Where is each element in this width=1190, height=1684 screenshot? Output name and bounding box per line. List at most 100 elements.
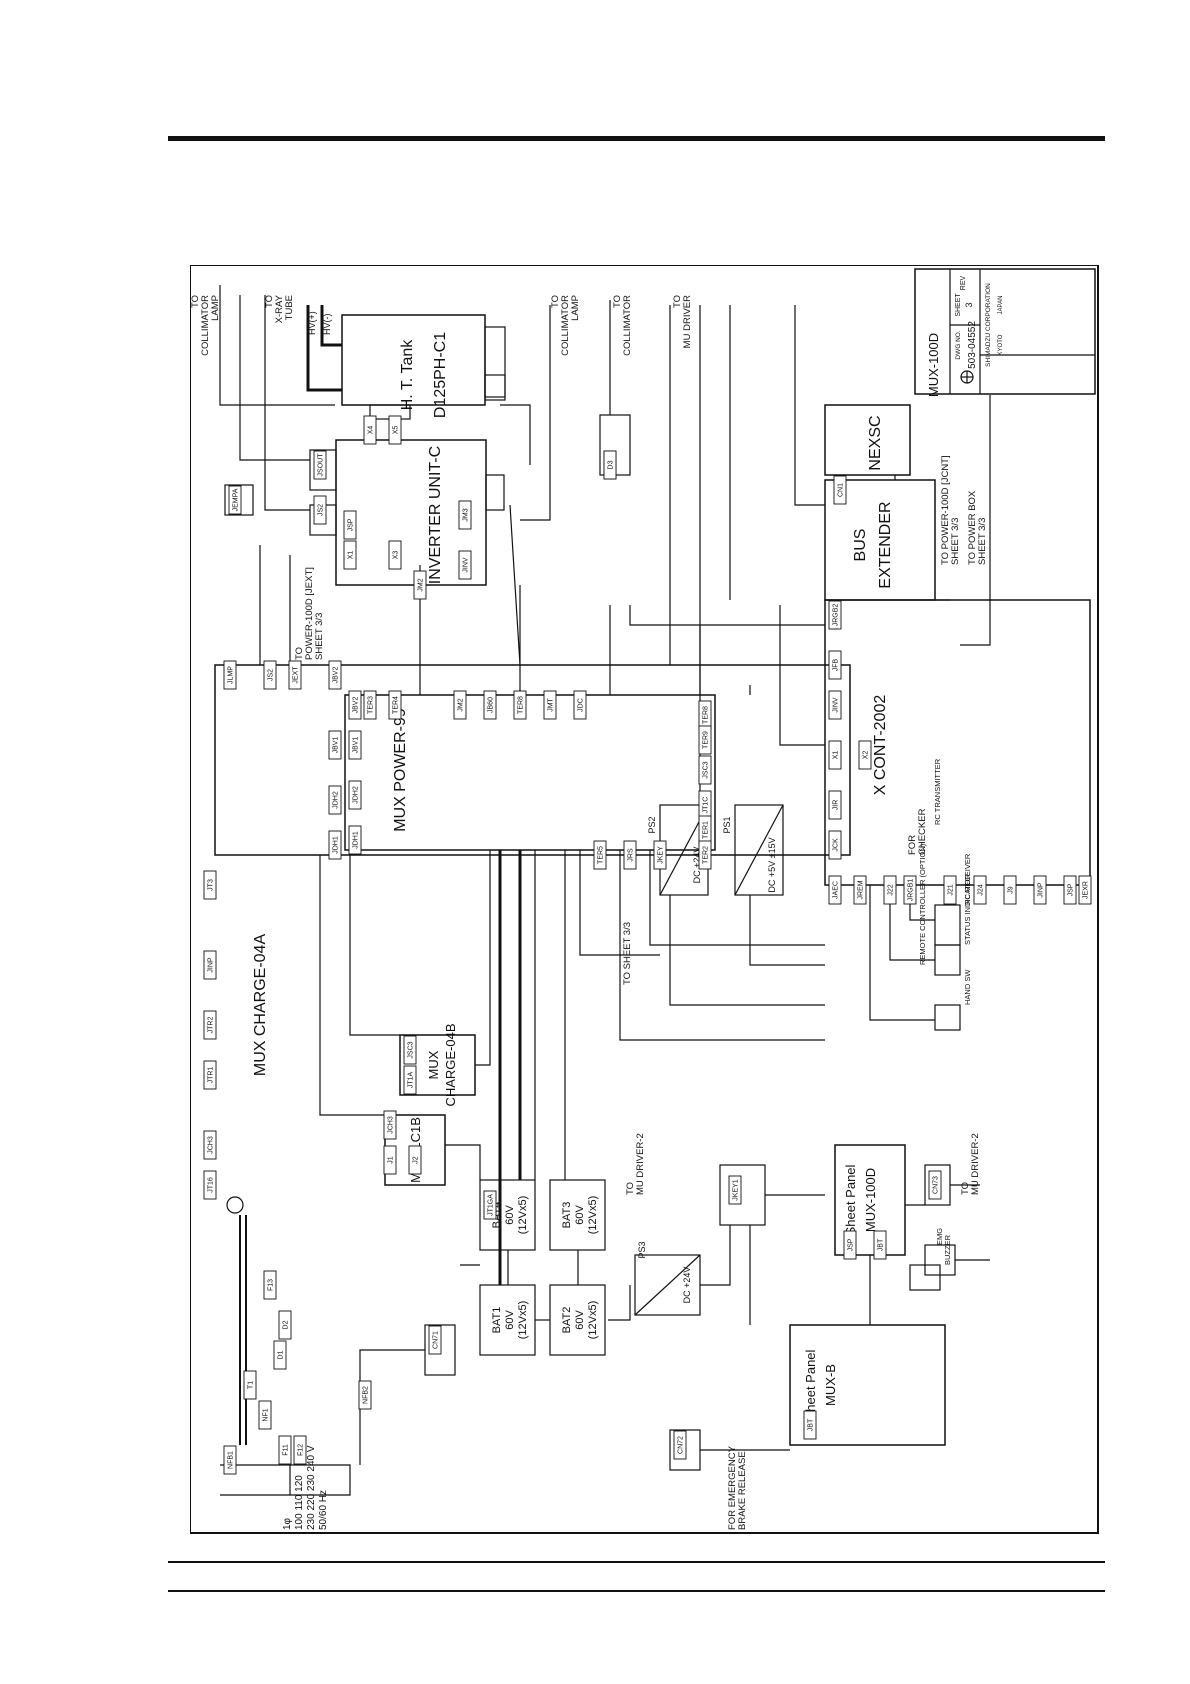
connector-label: JDH1	[353, 831, 360, 849]
connector-box	[623, 840, 637, 870]
connector-box	[288, 660, 302, 690]
connector-label: JBV1	[333, 737, 340, 754]
connector-box	[263, 660, 277, 690]
connector-box	[593, 840, 607, 870]
route-jext-2: POWER-100D [JEXT]	[304, 567, 315, 660]
mux-power-99-box	[344, 694, 716, 851]
connector-label: JT3	[208, 879, 215, 891]
route-sheet-3: TO SHEET 3/3	[622, 922, 633, 985]
connector-label: F12	[298, 1444, 305, 1456]
connector-label: JS2	[268, 669, 275, 681]
route-mu-driver2a-2: MU DRIVER-2	[635, 1133, 646, 1195]
status-indicator-box	[934, 944, 961, 976]
input-plug-box	[289, 1464, 351, 1496]
connector-box	[348, 730, 362, 760]
connector-box	[343, 540, 357, 570]
connector-box	[1063, 875, 1077, 905]
connector-label: JKEY	[658, 846, 665, 864]
connector-box	[828, 790, 842, 820]
bat1-v: 60V	[504, 1310, 516, 1330]
ht-tank-label: H. T. Tank	[399, 339, 416, 411]
connector-box	[853, 875, 867, 905]
connector-box	[903, 875, 917, 905]
connector-label: X5	[393, 426, 400, 435]
connector-box	[453, 690, 467, 720]
connector-box	[698, 840, 712, 870]
connector-box	[328, 830, 342, 860]
title-rev-label: REV	[960, 275, 967, 290]
route-collimator-lamp2-2: COLLIMATOR	[560, 295, 571, 356]
connector-box	[203, 1130, 217, 1160]
connector-label: X3	[393, 551, 400, 560]
connector-label: J24	[978, 884, 985, 895]
connector-box	[363, 690, 377, 720]
connector-label: JINP	[1038, 882, 1045, 898]
hv-plus-label: HV(+)	[307, 311, 317, 335]
bat3-name: BAT3	[561, 1202, 573, 1229]
route-power-box-2: SHEET 3/3	[977, 518, 988, 565]
inverter-label: INVERTER UNIT-C	[427, 446, 444, 584]
connector-label: JT16	[208, 1177, 215, 1193]
connector-label: JBV1	[353, 737, 360, 754]
ps1-box	[734, 804, 784, 896]
connector-label: JMT	[548, 697, 555, 711]
connector-label: CN73	[933, 1176, 940, 1194]
connector-box	[873, 1230, 887, 1260]
route-collimator-lamp2-1: TO	[550, 295, 561, 308]
connector-label: JT1C	[703, 797, 710, 814]
connector-box	[458, 550, 472, 580]
connector-label: JSC3	[408, 1041, 415, 1058]
connector-box	[358, 1380, 372, 1410]
connector-label: JT1A	[408, 1072, 415, 1089]
connector-label: JRS	[628, 848, 635, 862]
connector-label: JBT	[878, 1238, 885, 1251]
connector-label: NF1	[263, 1408, 270, 1421]
route-collimator-2: COLLIMATOR	[622, 295, 633, 356]
connector-label: JSP	[348, 518, 355, 531]
title-dwg-no: 503-04552	[967, 321, 978, 369]
input-v2: 230 220 230 240 V	[306, 1445, 317, 1530]
connector-box	[603, 450, 617, 480]
connector-box	[343, 510, 357, 540]
buzzer: BUZZER	[943, 1234, 952, 1265]
connector-box	[203, 1060, 217, 1090]
schematic-diagram: H. T. Tank D125PH-C1 INVERTER UNIT-C BUS…	[190, 265, 1099, 1534]
connector-label: JEXT	[293, 666, 300, 684]
bottom-rule-2	[168, 1590, 1105, 1592]
connector-label: CN71	[433, 1331, 440, 1349]
connector-box	[928, 1170, 942, 1200]
route-emergency-2: BRAKE RELEASE	[737, 1451, 748, 1530]
title-company: SHIMADZU CORPORATION	[985, 283, 992, 367]
connector-label: JINP	[208, 957, 215, 973]
connector-box	[203, 950, 217, 980]
input-phase: 1φ	[282, 1517, 293, 1530]
connector-box	[273, 1340, 287, 1370]
connector-box	[1033, 875, 1047, 905]
ps3-name: PS3	[637, 1241, 647, 1258]
connector-label: JTR2	[208, 1017, 215, 1034]
connector-label: JINV	[463, 557, 470, 573]
for-checker-2: CHECKER	[917, 808, 928, 855]
connector-label: J2	[413, 1156, 420, 1164]
title-sheet-label: SHEET	[955, 293, 962, 317]
connector-label: CN1	[838, 483, 845, 497]
connector-box	[483, 690, 497, 720]
connector-label: TER4	[393, 696, 400, 714]
route-xray-tube-1: TO	[264, 295, 275, 308]
hv-plus-cable	[306, 305, 342, 392]
top-rule	[168, 136, 1105, 141]
remote-controller: REMOTE CONTROLLER (OPTION)	[918, 843, 927, 965]
connector-label: TER5	[598, 846, 605, 864]
route-collimator-lamp-2: COLLIMATOR	[200, 295, 211, 356]
bus-extender-label-1: BUS	[852, 529, 869, 562]
connector-label: JSP	[1068, 883, 1075, 896]
hv-minus-label: HV(-)	[322, 314, 332, 336]
rc-receiver: RC RECEIVER	[963, 853, 972, 905]
input-v1: 100 110 120	[294, 1475, 305, 1530]
connector-label: JSOUT	[318, 453, 325, 477]
connector-label: X4	[368, 426, 375, 435]
bat2-cells: (12Vx5)	[587, 1301, 599, 1340]
jkey1-connector	[719, 1164, 766, 1226]
route-emergency-1: FOR EMERGENCY	[727, 1445, 738, 1530]
connector-box	[698, 755, 712, 785]
